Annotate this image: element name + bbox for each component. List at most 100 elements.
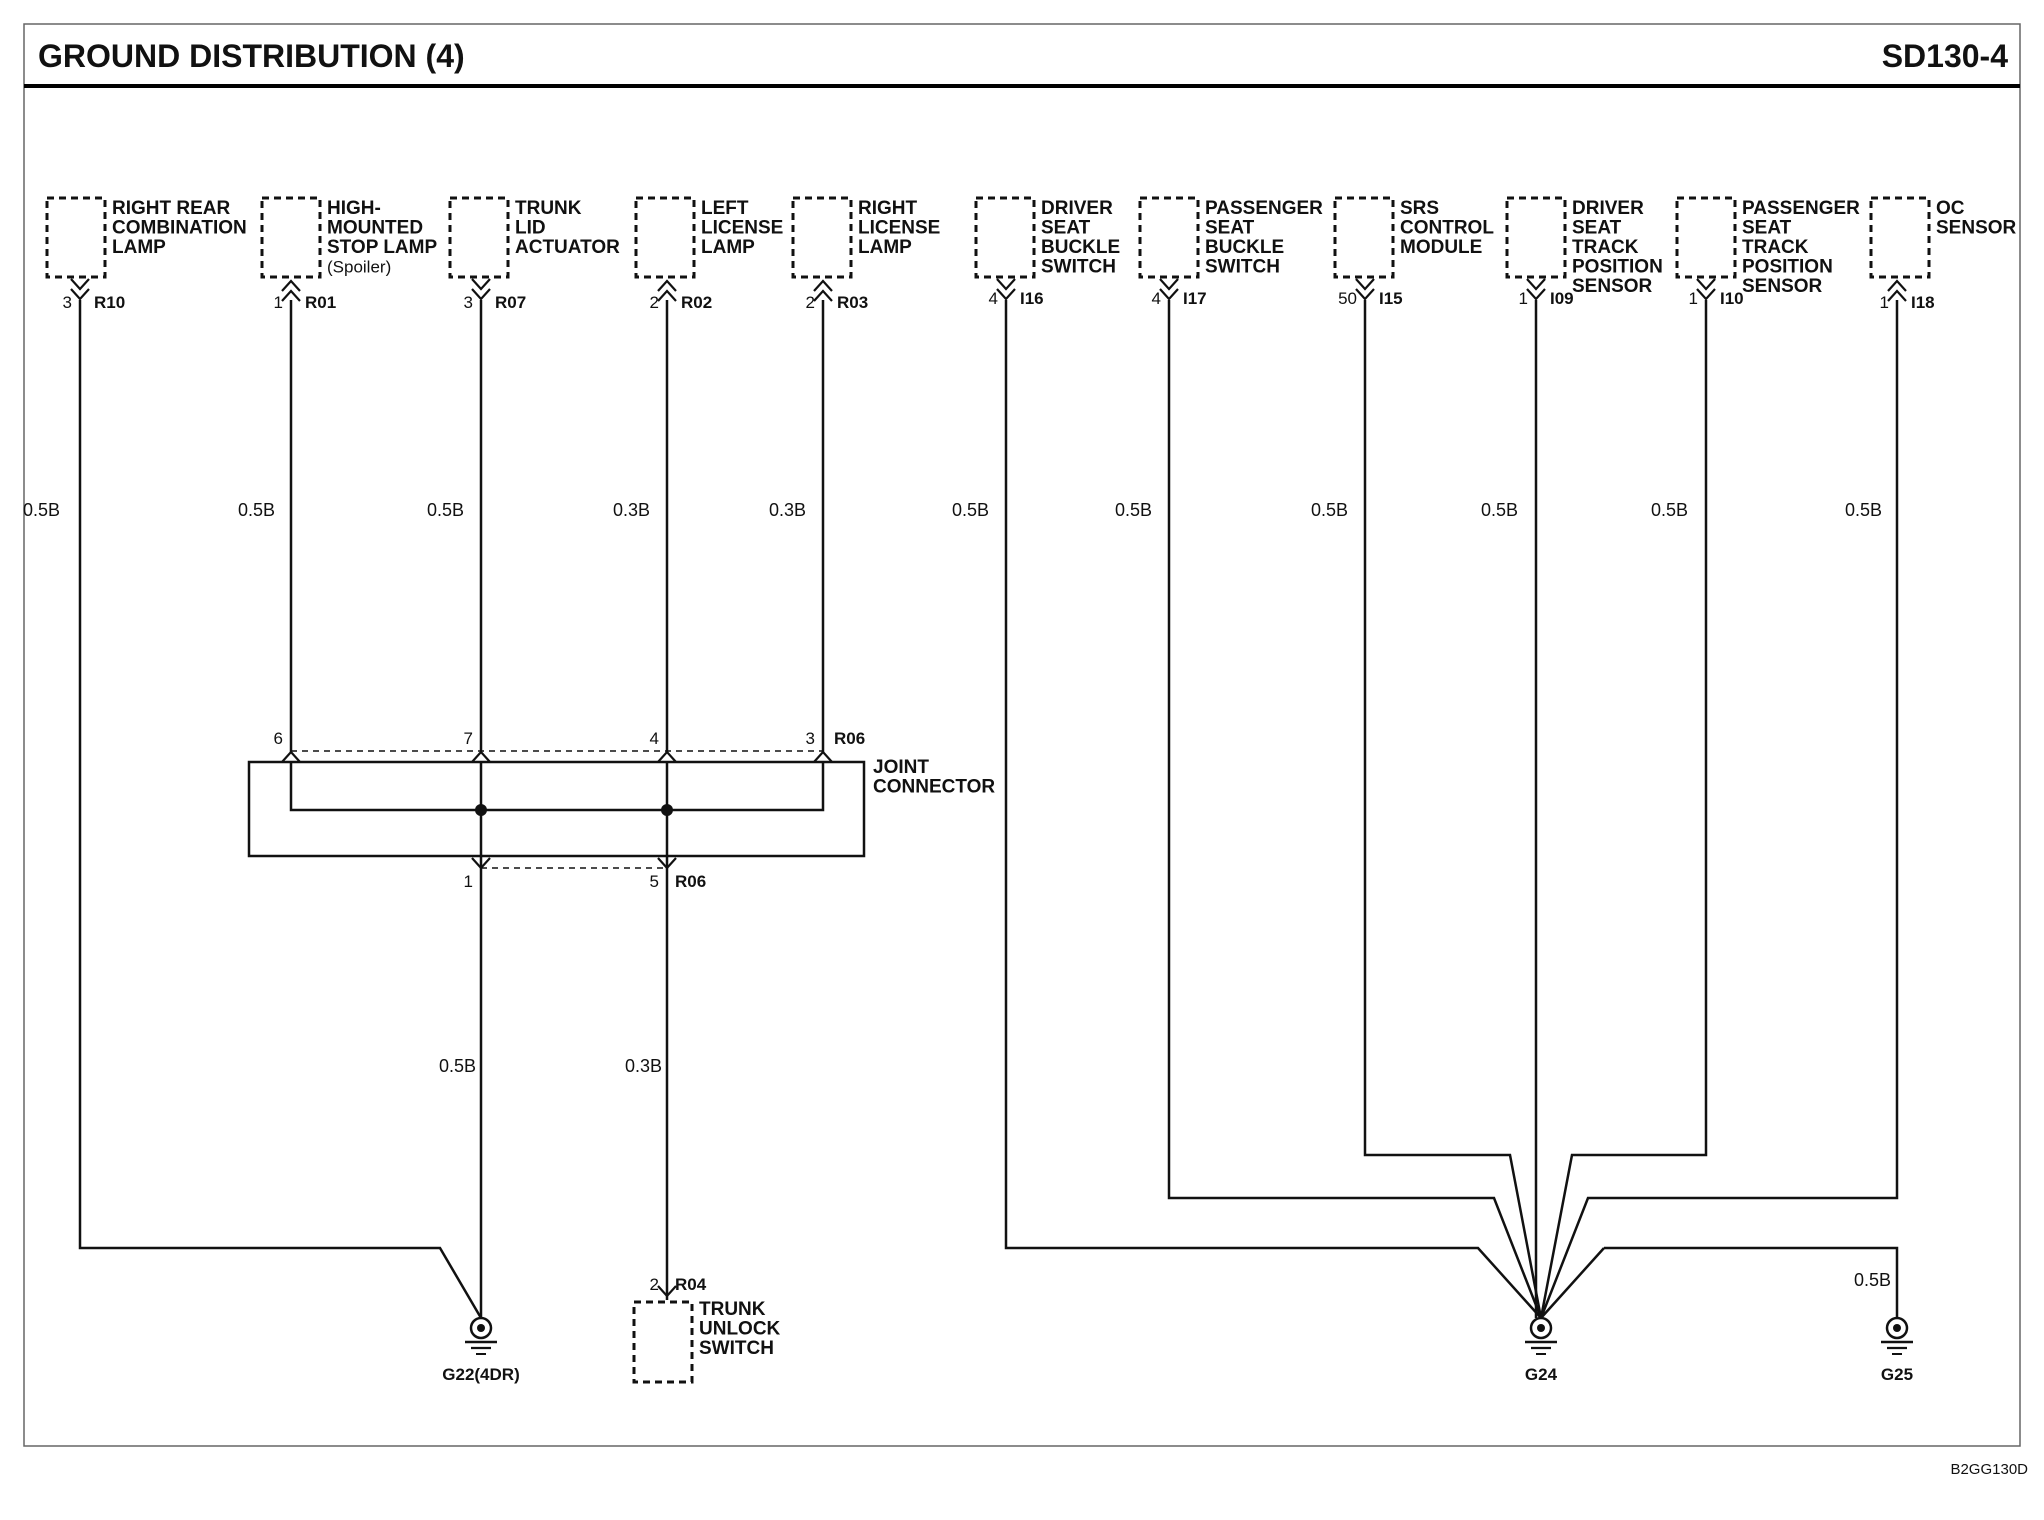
srs-control-module-label-line: CONTROL xyxy=(1400,218,1494,239)
trunk-lid-actuator-connector-id: R07 xyxy=(495,293,526,312)
high-mounted-stop-lamp-label-line: STOP LAMP xyxy=(327,237,437,258)
driver-seat-buckle-switch-terminal xyxy=(996,288,1016,301)
passenger-seat-track-position-sensor-label-line: SENSOR xyxy=(1742,276,1823,297)
wire-i18-g24 xyxy=(1539,300,1899,1319)
right-rear-combination-lamp-label-line: COMBINATION xyxy=(112,218,247,239)
right-license-lamp-box xyxy=(791,196,853,279)
right-license-lamp-label-line: LAMP xyxy=(858,237,912,258)
left-license-lamp-connector-id: R02 xyxy=(681,293,712,312)
driver-seat-track-position-sensor-label-line: POSITION xyxy=(1572,257,1663,278)
passenger-seat-buckle-switch-connector-id: I17 xyxy=(1183,289,1207,308)
srs-control-module-label-line: MODULE xyxy=(1400,237,1482,258)
driver-seat-track-position-sensor-label-line: TRACK xyxy=(1572,237,1639,258)
ground-label: G24 xyxy=(1525,1365,1558,1384)
joint-bottom-connector-id: R06 xyxy=(675,872,706,891)
wire-i16-g24 xyxy=(1004,300,1542,1319)
trunk-unlock-switch-label-line: TRUNK xyxy=(699,1299,766,1320)
ground-g24: G24 xyxy=(1525,1316,1558,1384)
srs-control-module-label-line: SRS xyxy=(1400,198,1439,219)
ground-symbol xyxy=(477,1324,485,1332)
srs-control-module-wire-gauge: 0.5B xyxy=(1311,500,1348,520)
wire-i10-g24 xyxy=(1539,300,1708,1319)
ground-symbol xyxy=(1885,1316,1909,1340)
passenger-seat-buckle-switch-pin-number: 4 xyxy=(1152,289,1161,308)
right-license-lamp-connector-id: R03 xyxy=(837,293,868,312)
joint-out-wire-gauge: 0.5B xyxy=(439,1056,476,1076)
passenger-seat-track-position-sensor-pin-number: 1 xyxy=(1689,289,1698,308)
passenger-seat-track-position-sensor-label-line: TRACK xyxy=(1742,237,1809,258)
right-license-lamp-terminal xyxy=(813,279,833,292)
passenger-seat-buckle-switch-terminal xyxy=(1159,288,1179,301)
srs-control-module-terminal xyxy=(1355,278,1375,291)
driver-seat-track-position-sensor-label-line: SENSOR xyxy=(1572,276,1653,297)
passenger-seat-buckle-switch-box xyxy=(1138,196,1200,279)
oc-sensor-pin-number: 1 xyxy=(1880,293,1889,312)
driver-seat-buckle-switch-label-line: DRIVER xyxy=(1041,198,1113,219)
passenger-seat-track-position-sensor-connector-id: I10 xyxy=(1720,289,1744,308)
driver-seat-buckle-switch-label-line: SWITCH xyxy=(1041,257,1116,278)
joint-splice-dot xyxy=(661,804,673,816)
ground-symbol xyxy=(1537,1324,1545,1332)
driver-seat-track-position-sensor-label-line: SEAT xyxy=(1572,218,1622,239)
right-rear-combination-lamp-label-line: RIGHT REAR xyxy=(112,198,231,219)
page-title: GROUND DISTRIBUTION (4) xyxy=(38,38,465,74)
joint-connector-label-line: JOINT xyxy=(873,757,929,778)
trunk-unlock-switch-pin-number: 2 xyxy=(650,1275,659,1294)
trunk-lid-actuator-pin-number: 3 xyxy=(464,293,473,312)
wire-r10-g22 xyxy=(78,300,483,1319)
right-rear-combination-lamp-box xyxy=(45,196,107,279)
passenger-seat-buckle-switch-label-line: SWITCH xyxy=(1205,257,1280,278)
ground-label: G22(4DR) xyxy=(442,1365,519,1384)
high-mounted-stop-lamp-label-line: HIGH- xyxy=(327,198,381,219)
left-license-lamp-wire-gauge: 0.3B xyxy=(613,500,650,520)
trunk-unlock-switch-connector-id: R04 xyxy=(675,1275,707,1294)
trunk-unlock-switch-box xyxy=(632,1300,694,1384)
right-license-lamp-label-line: LICENSE xyxy=(858,218,940,239)
trunk-unlock-switch-label-line: UNLOCK xyxy=(699,1319,781,1340)
driver-seat-buckle-switch-label-line: BUCKLE xyxy=(1041,237,1120,258)
drawing-code: B2GG130D xyxy=(1950,1461,2028,1478)
left-license-lamp-terminal xyxy=(657,279,677,292)
right-rear-combination-lamp-terminal xyxy=(70,288,90,301)
oc-sensor-label-line: SENSOR xyxy=(1936,218,2017,239)
wire-i17-g24 xyxy=(1167,300,1543,1319)
trunk-lid-actuator-wire-gauge: 0.5B xyxy=(427,500,464,520)
driver-seat-track-position-sensor-connector-id: I09 xyxy=(1550,289,1574,308)
high-mounted-stop-lamp-connector-id: R01 xyxy=(305,293,336,312)
joint-top-pin-number: 6 xyxy=(274,729,283,748)
driver-seat-buckle-switch-pin-number: 4 xyxy=(989,289,998,308)
joint-splice-dot xyxy=(475,804,487,816)
high-mounted-stop-lamp-box xyxy=(260,196,322,279)
trunk-lid-actuator-label-line: LID xyxy=(515,218,546,239)
joint-bottom-pin-number: 5 xyxy=(650,872,659,891)
page-code: SD130-4 xyxy=(1882,38,2009,74)
joint-top-terminal xyxy=(471,750,491,763)
right-license-lamp-label-line: RIGHT xyxy=(858,198,918,219)
wire-i15-g24 xyxy=(1363,300,1543,1319)
wire-g24-branch xyxy=(1540,1247,1605,1319)
passenger-seat-track-position-sensor-terminal xyxy=(1696,278,1716,291)
high-mounted-stop-lamp-terminal xyxy=(281,279,301,292)
joint-bottom-pin-number: 1 xyxy=(464,872,473,891)
right-license-lamp-wire-gauge: 0.3B xyxy=(769,500,806,520)
joint-top-terminal xyxy=(281,750,301,763)
high-mounted-stop-lamp-label-line: MOUNTED xyxy=(327,218,423,239)
passenger-seat-track-position-sensor-label-line: SEAT xyxy=(1742,218,1792,239)
oc-sensor-wire-gauge: 0.5B xyxy=(1845,500,1882,520)
oc-sensor-label-line: OC xyxy=(1936,198,1965,219)
right-rear-combination-lamp-pin-number: 3 xyxy=(63,293,72,312)
high-mounted-stop-lamp-terminal xyxy=(281,289,301,302)
srs-control-module-box xyxy=(1333,196,1395,279)
